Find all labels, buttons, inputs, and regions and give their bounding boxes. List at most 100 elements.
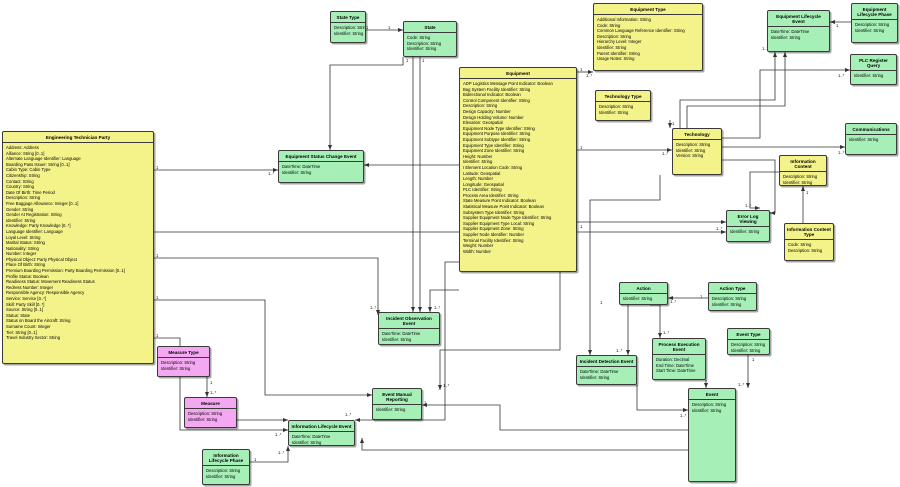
- class-attribute: Height: Number: [463, 153, 493, 159]
- class-attribute: Identifier: String: [206, 473, 236, 479]
- multiplicity-label: 1: [806, 190, 809, 195]
- class-attribute: Identifier: String: [771, 34, 801, 40]
- class-attribute: Skill: Party Skill [0..*]: [6, 301, 45, 307]
- class-attribute: PLC Identifier: String: [463, 187, 502, 193]
- class-title: State: [404, 22, 456, 33]
- class-attribute: Description: String: [407, 40, 442, 46]
- class-attribute: Usage Notes: String: [597, 56, 635, 62]
- multiplicity-label: 1: [156, 333, 159, 338]
- class-attribute: Gender: String: [6, 206, 34, 212]
- class-attribute: Identifier: String: [731, 347, 761, 353]
- multiplicity-label: 1..*: [345, 412, 352, 417]
- class-communications[interactable]: Communications Identifier: String: [845, 123, 897, 155]
- class-equipment-type[interactable]: Equipment Type Additional Information: S…: [593, 3, 703, 71]
- class-attribute: Additional Information: String: [597, 17, 651, 22]
- class-engineering-technician-party[interactable]: Engineering Technician Party Address: Ad…: [2, 131, 154, 364]
- class-attribute: Equipment Type Identifier: String: [463, 142, 524, 148]
- class-attribute: Parent Identifier: String: [597, 50, 640, 56]
- class-equipment-status-change-event[interactable]: Equipment Status Change Event DateTime: …: [278, 150, 364, 183]
- class-attribute: Identifier: String: [597, 44, 627, 50]
- class-equipment[interactable]: Equipment ADP Logistics Message Point In…: [459, 67, 577, 272]
- class-error-log-viewing[interactable]: Error Log Viewing Identifier: String: [726, 210, 770, 242]
- class-information-lifecycle-phase[interactable]: Information Lifecycle Phase Description:…: [202, 449, 250, 485]
- class-attribute: DateTime: DateTime: [580, 369, 619, 374]
- class-attribute: Description: String: [599, 104, 634, 109]
- class-equipment-lifecycle-phase[interactable]: Equipment Lifecycle Phase Description: S…: [851, 3, 898, 43]
- class-title: Equipment Lifecycle Phase: [852, 4, 897, 20]
- class-attribute: Description: String: [463, 103, 498, 109]
- multiplicity-label: 1..*: [662, 151, 669, 156]
- class-attribute: Travel Industry Sector: String: [6, 335, 61, 341]
- class-plc-register-query[interactable]: PLC Register Query Identifier: String: [850, 54, 897, 85]
- class-attribute: Identifier: String: [730, 229, 760, 234]
- class-incident-observation-event[interactable]: Incident Observation Event DateTime: Dat…: [378, 312, 440, 345]
- class-attribute: Surname Count: Integer: [6, 324, 51, 329]
- class-attribute: Identifier: String: [599, 109, 629, 115]
- class-attribute: DateTime: DateTime: [382, 331, 421, 336]
- multiplicity-label: 1..*: [275, 432, 282, 437]
- class-title: PLC Register Query: [851, 55, 896, 71]
- multiplicity-label: 1: [580, 67, 583, 72]
- class-attribute: Nationality: String: [6, 245, 39, 251]
- class-title: Measure Type: [158, 347, 209, 358]
- class-title: Measure: [185, 398, 236, 409]
- class-title: Information Content: [780, 156, 826, 172]
- class-title: Equipment Type: [594, 4, 702, 15]
- class-attribute: Process Area Identifier: String: [463, 192, 519, 198]
- class-action[interactable]: Action Identifier: String: [619, 282, 668, 305]
- class-attribute: Responsible Agency: Responsible Agency: [6, 290, 85, 296]
- class-process-execution-event[interactable]: Process Execution Event Duration: Decima…: [652, 338, 706, 380]
- multiplicity-label: 1: [752, 357, 755, 362]
- class-attribute: Longitude: Geospatial: [463, 181, 504, 187]
- class-attribute: Source: String [0..1]: [6, 307, 44, 313]
- class-equipment-lifecycle-event[interactable]: Equipment Lifecycle Event DateTime: Date…: [767, 10, 830, 52]
- class-attribute: Code: String: [407, 35, 431, 40]
- class-attribute: Description: String: [855, 22, 890, 27]
- class-attribute: Description: String: [206, 468, 241, 473]
- multiplicity-label: 1: [672, 121, 675, 126]
- class-attribute: Description: String: [692, 402, 727, 407]
- class-attributes: Identifier: String: [373, 405, 421, 415]
- class-incident-detection-event[interactable]: Incident Detection Event DateTime: DateT…: [576, 355, 637, 385]
- class-attribute: Supplier Equipment Zone: String: [463, 226, 524, 232]
- class-attribute: Status on Board the Aircraft: String: [6, 318, 71, 324]
- class-attribute: Identifier: String: [376, 407, 406, 412]
- class-attribute: Equipment Node Type Identifier: String: [463, 125, 535, 131]
- class-attribute: Common Language Reference Identifier: St…: [597, 28, 685, 34]
- class-attribute: Control Component Identifier: String: [463, 97, 530, 103]
- multiplicity-label: 1..*: [838, 73, 845, 78]
- class-information-lifecycle-event[interactable]: Information Lifecycle Event DateTime: Da…: [288, 420, 355, 446]
- class-attribute: Description: String: [676, 142, 711, 147]
- class-attribute: Identifier: String: [382, 336, 412, 342]
- class-attribute: Boarding Pass Issuer: String [0..1]: [6, 161, 70, 167]
- multiplicity-label: 1: [210, 380, 213, 385]
- class-title: Information Content Type: [785, 224, 833, 240]
- class-attribute: Gender At Registration: String: [6, 212, 62, 218]
- class-event-manual-reporting[interactable]: Event Manual Reporting Identifier: Strin…: [372, 388, 422, 420]
- class-attribute: Status: State: [6, 312, 30, 318]
- multiplicity-label: 1..*: [268, 171, 275, 176]
- class-attribute: Length: Number: [463, 176, 494, 182]
- class-attribute: Latitude: Geospatial: [463, 170, 501, 176]
- class-attribute: Language Identifier: Language: [6, 228, 63, 234]
- multiplicity-label: 1..*: [663, 330, 670, 335]
- class-attribute: Identifier: String: [334, 30, 364, 36]
- class-attribute: Alliance: String [0..1]: [6, 150, 45, 156]
- class-title: Information Lifecycle Phase: [203, 450, 249, 466]
